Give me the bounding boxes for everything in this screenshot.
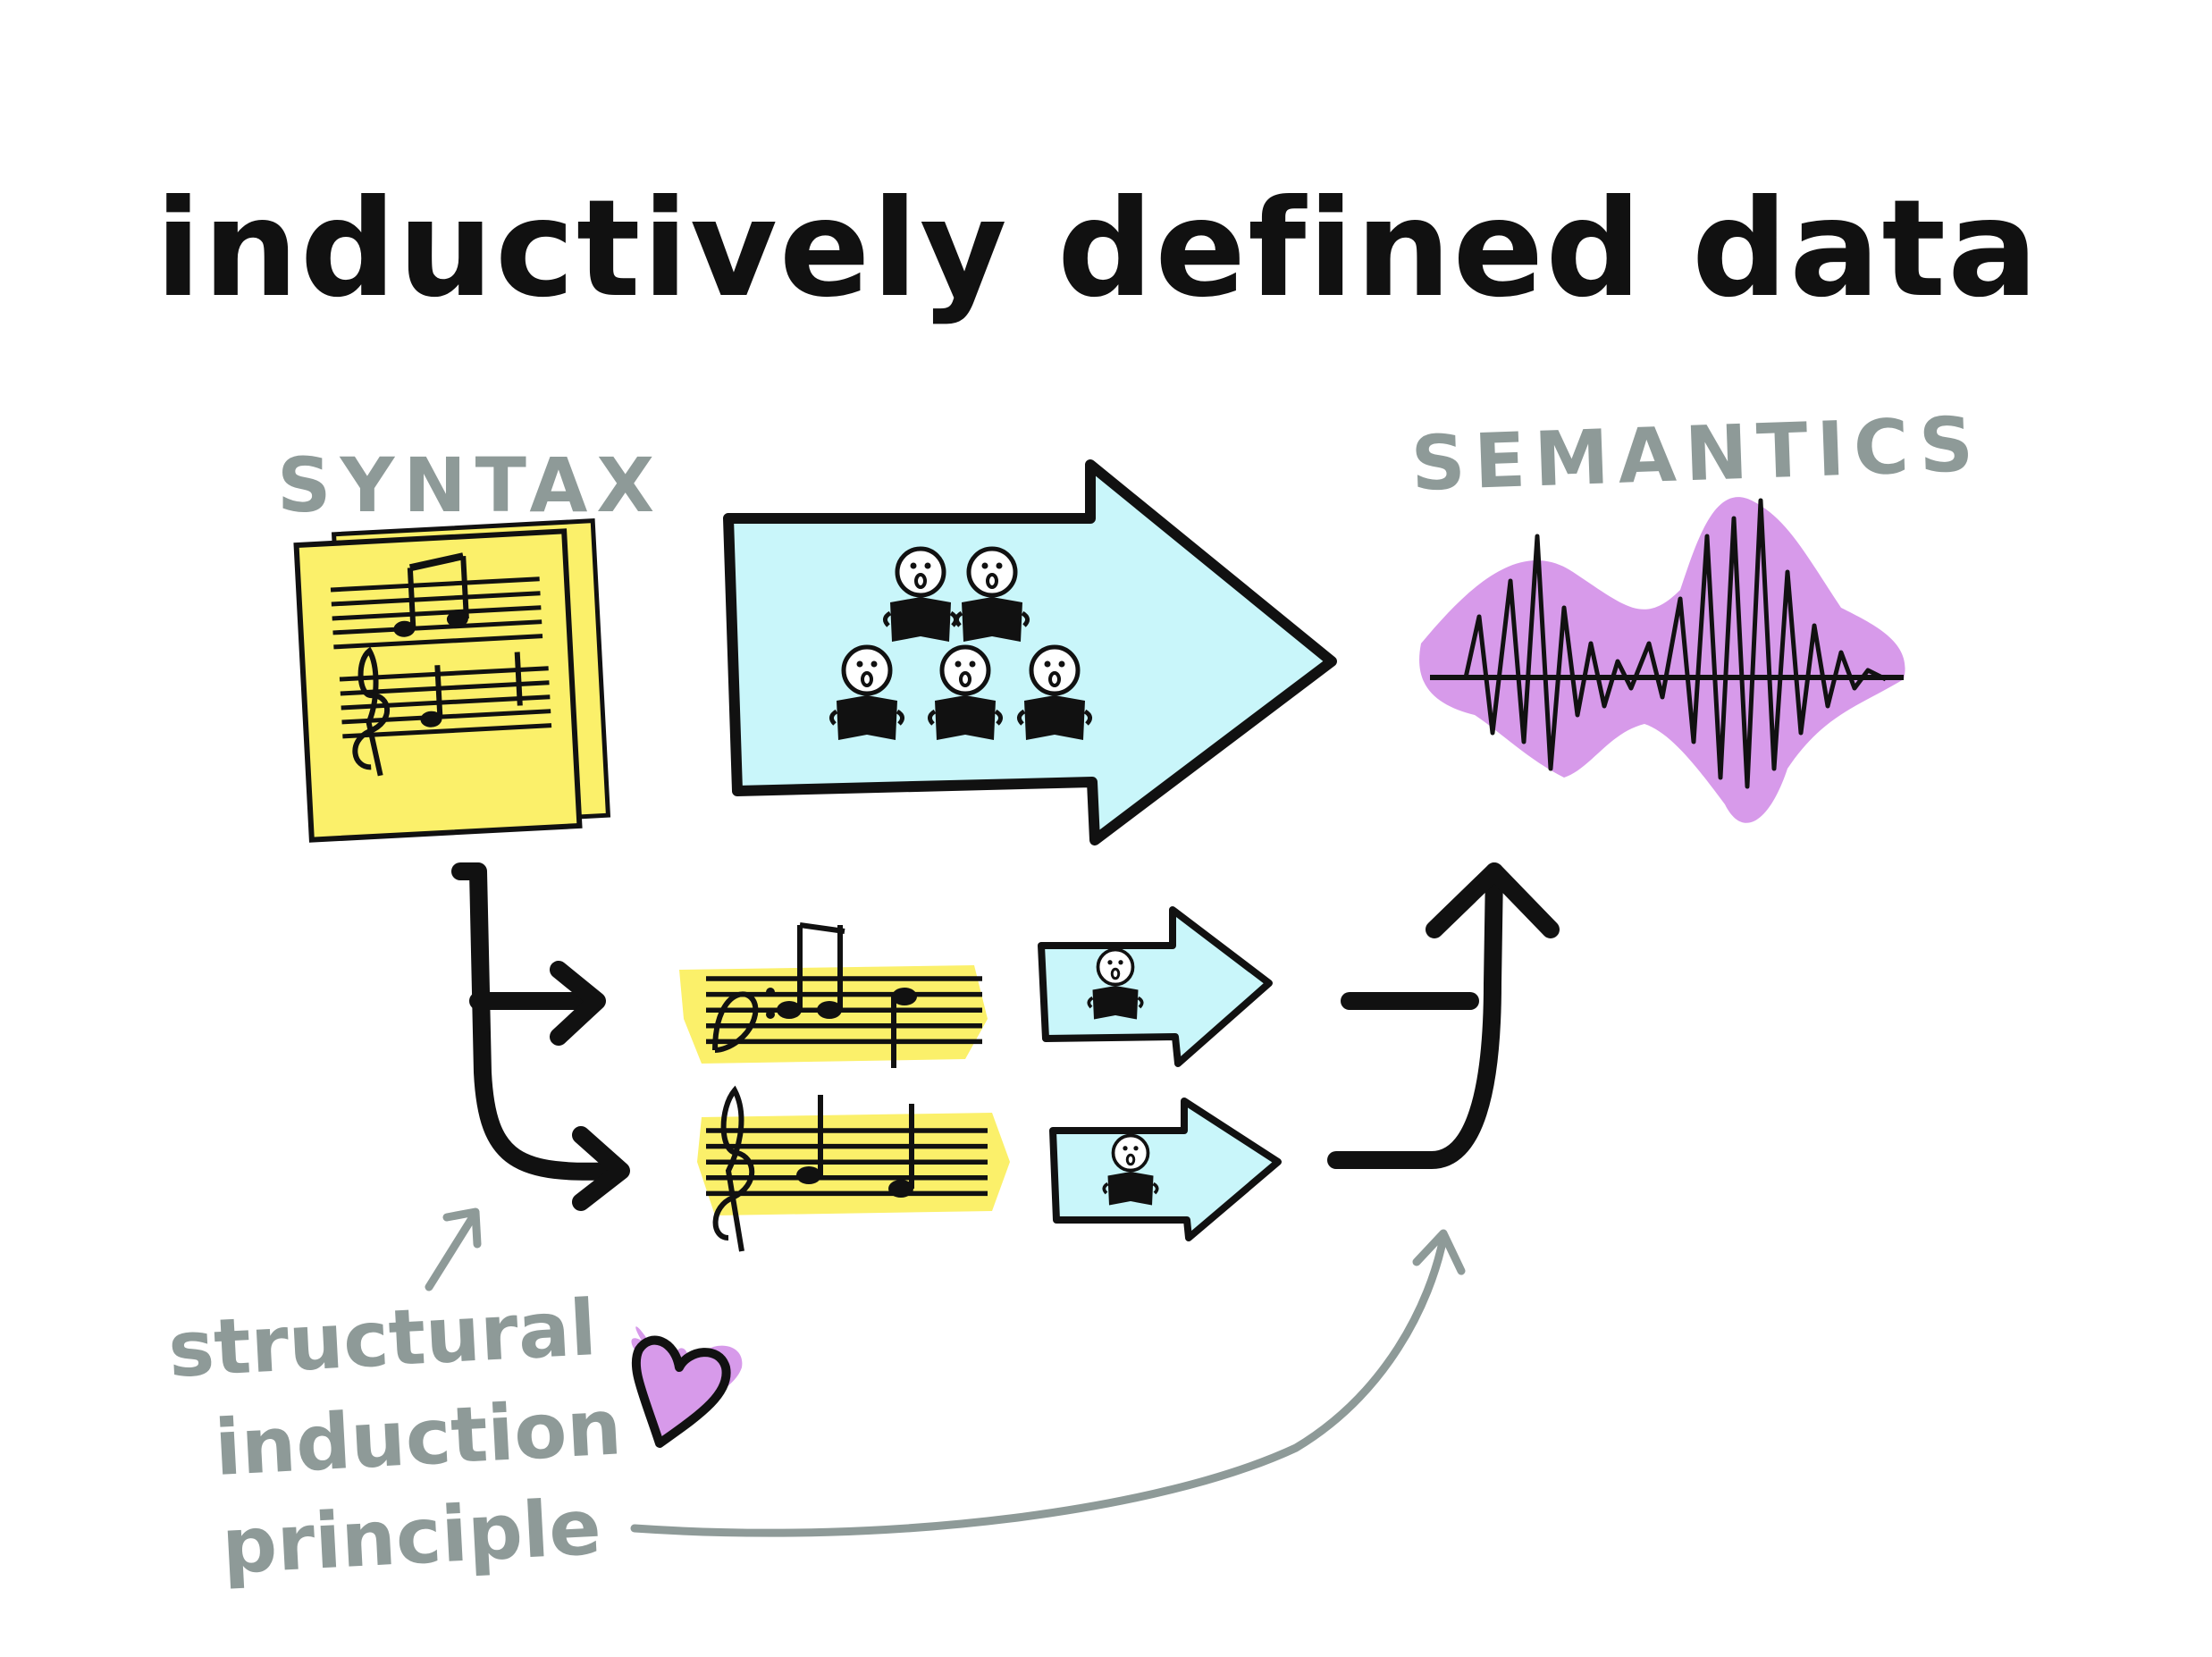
annotation-arrows [425,1207,1466,1537]
small-semantics-arrow-2 [1049,1098,1282,1241]
diagram-title: inductively defined data [156,172,2040,327]
syntax-label: SYNTAX [277,442,663,529]
sheet-music-icon-small-1 [679,922,988,1068]
small-semantics-arrow-1 [1038,906,1273,1067]
heart-icon [631,1326,743,1448]
principle-label-line2: induction [213,1383,624,1493]
sheet-music-icon-small-2 [697,1085,1010,1252]
principle-label-line3: principle [220,1483,603,1592]
compose-arrows [1327,862,1560,1169]
sound-wave-icon [1419,497,1905,823]
principle-label-line1: structural [166,1283,599,1395]
decompose-arrows [451,862,630,1211]
semantics-label: SEMANTICS [1409,400,1983,508]
big-semantics-arrow [723,459,1337,845]
sheet-music-icon [293,518,611,843]
